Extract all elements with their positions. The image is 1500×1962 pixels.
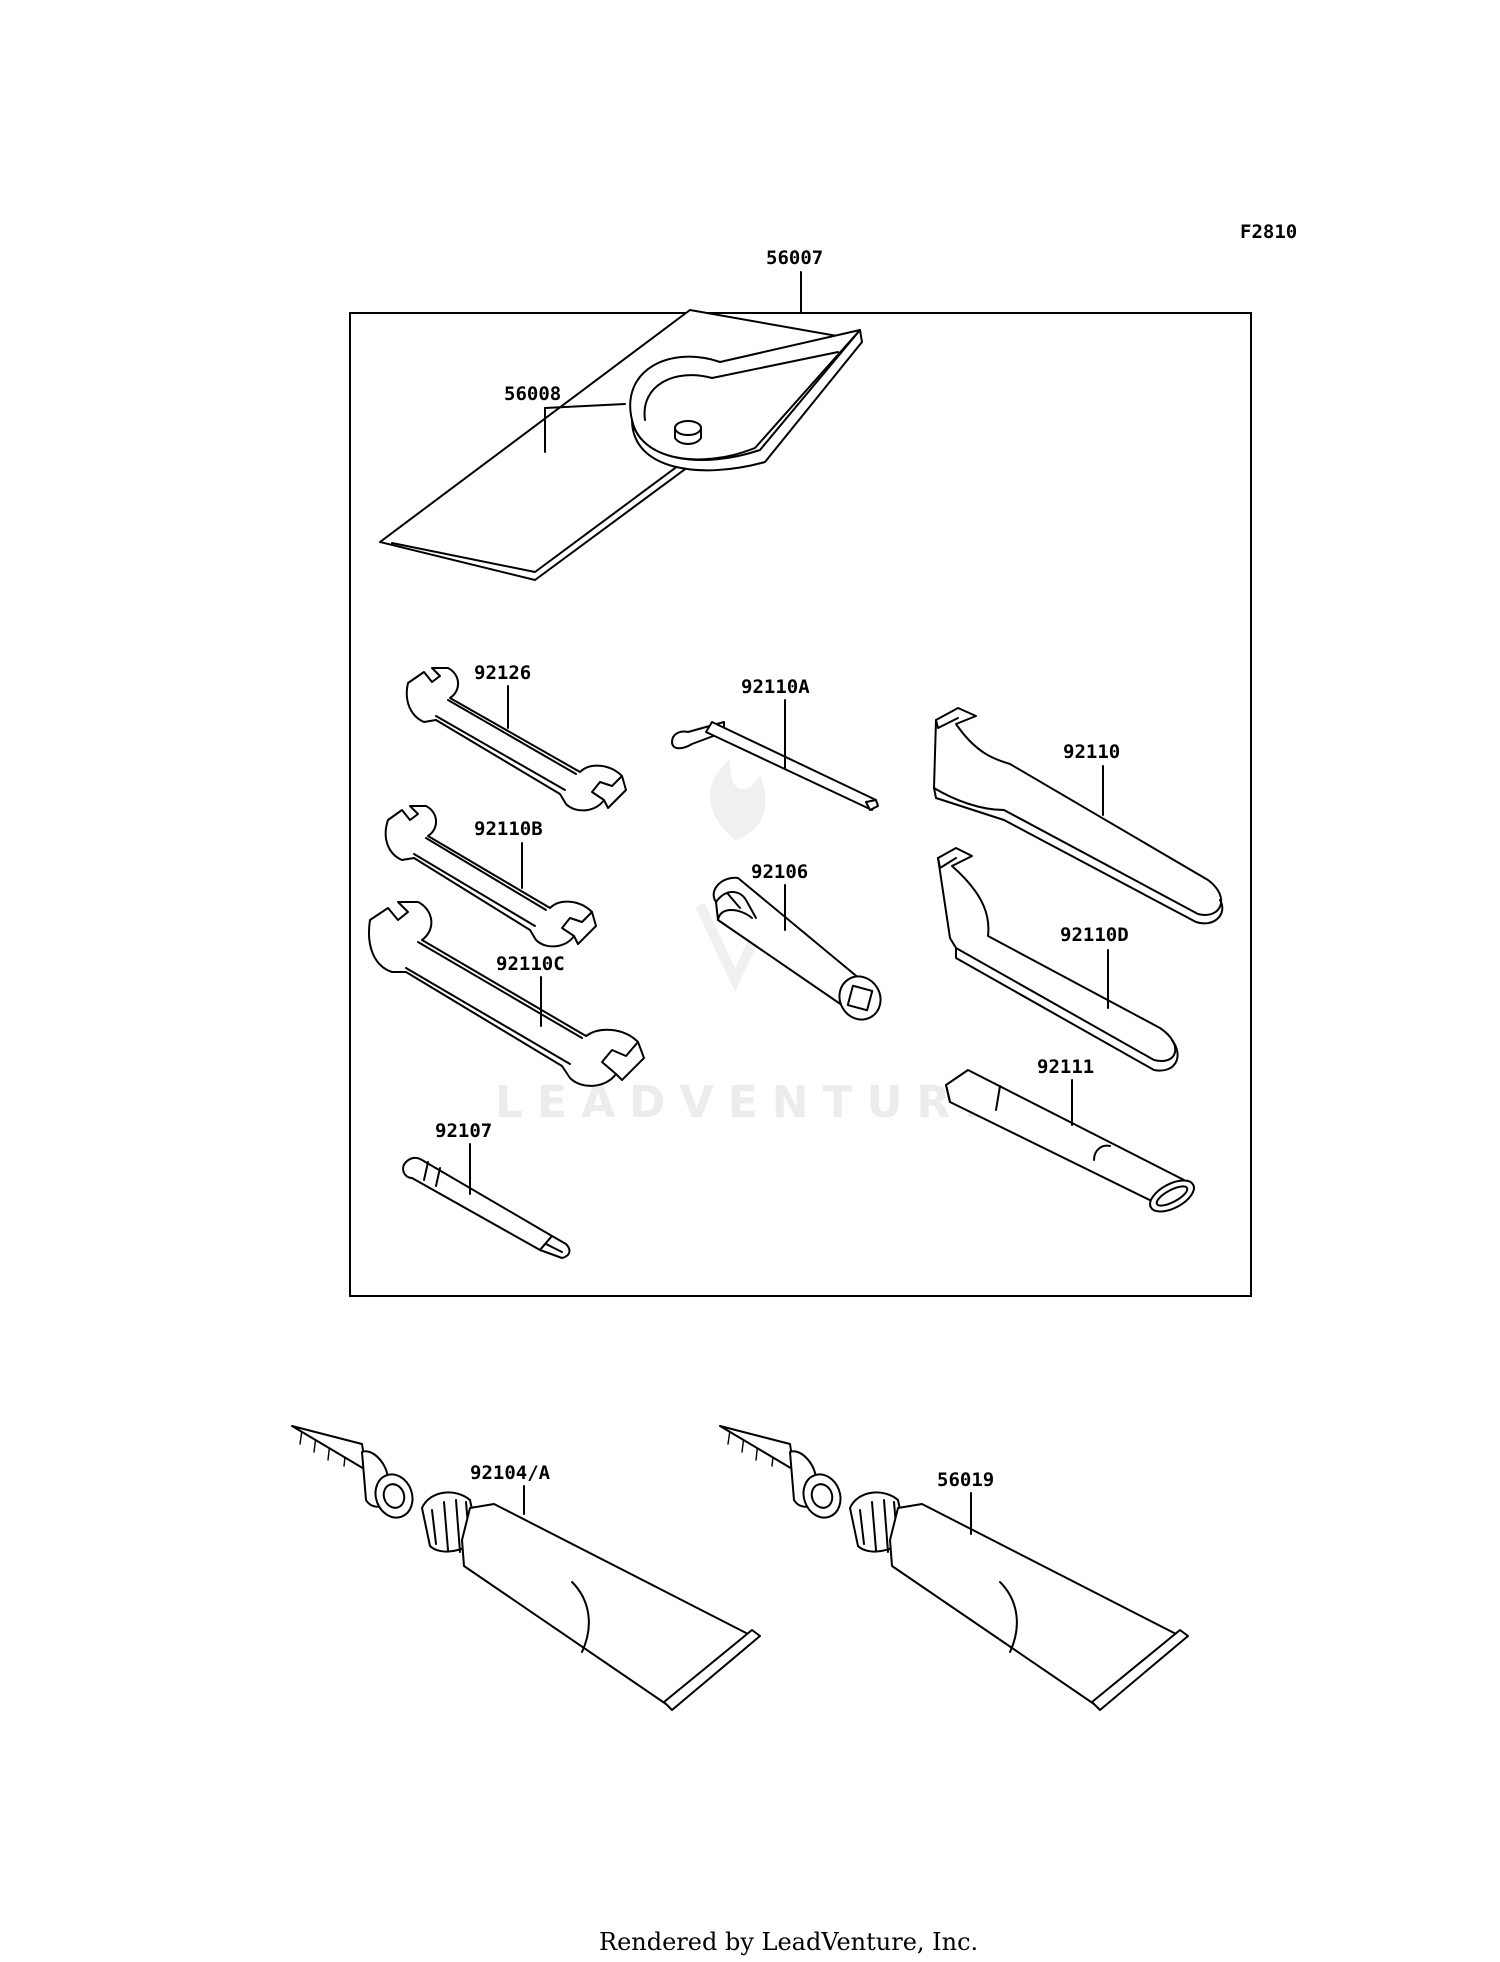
tool-pouch[interactable]: 56008 (379, 309, 863, 581)
extension-92111[interactable]: 92111 (945, 1056, 1199, 1218)
label-92107[interactable]: 92107 (435, 1120, 492, 1142)
hex-key-92110A[interactable]: 92110A (671, 676, 879, 811)
label-92104A[interactable]: 92104/A (470, 1462, 551, 1484)
label-92110[interactable]: 92110 (1063, 741, 1120, 763)
watermark-text: LEADVENTURE (495, 1077, 1008, 1128)
tube-56019[interactable]: 56019 (719, 1425, 1189, 1711)
wrench-92110C[interactable]: 92110C (368, 901, 645, 1087)
screwdriver-92107[interactable]: 92107 (402, 1120, 571, 1259)
tube-92104A[interactable]: 92104/A (291, 1425, 761, 1711)
wrench-92126[interactable]: 92126 (405, 662, 627, 812)
toolkit-group: 56007 (349, 247, 1252, 1297)
handle-92106[interactable]: 92106 (712, 861, 889, 1027)
toolkit-frame (349, 312, 1252, 1297)
spanner-92110[interactable]: 92110 (933, 707, 1224, 925)
footer-credit: Rendered by LeadVenture, Inc. (599, 1928, 978, 1956)
label-56008[interactable]: 56008 (504, 383, 561, 405)
label-56007[interactable]: 56007 (766, 247, 823, 269)
label-92111[interactable]: 92111 (1037, 1056, 1094, 1078)
label-92110A[interactable]: 92110A (741, 676, 810, 698)
label-92126[interactable]: 92126 (474, 662, 531, 684)
label-56019[interactable]: 56019 (937, 1469, 994, 1491)
figure-code: F2810 (1240, 221, 1297, 243)
label-92110C[interactable]: 92110C (496, 953, 565, 975)
label-92110B[interactable]: 92110B (474, 818, 543, 840)
wrench-92110B[interactable]: 92110B (384, 805, 597, 948)
spanner-92110D[interactable]: 92110D (937, 847, 1179, 1072)
label-92110D[interactable]: 92110D (1060, 924, 1129, 946)
label-92106[interactable]: 92106 (751, 861, 808, 883)
